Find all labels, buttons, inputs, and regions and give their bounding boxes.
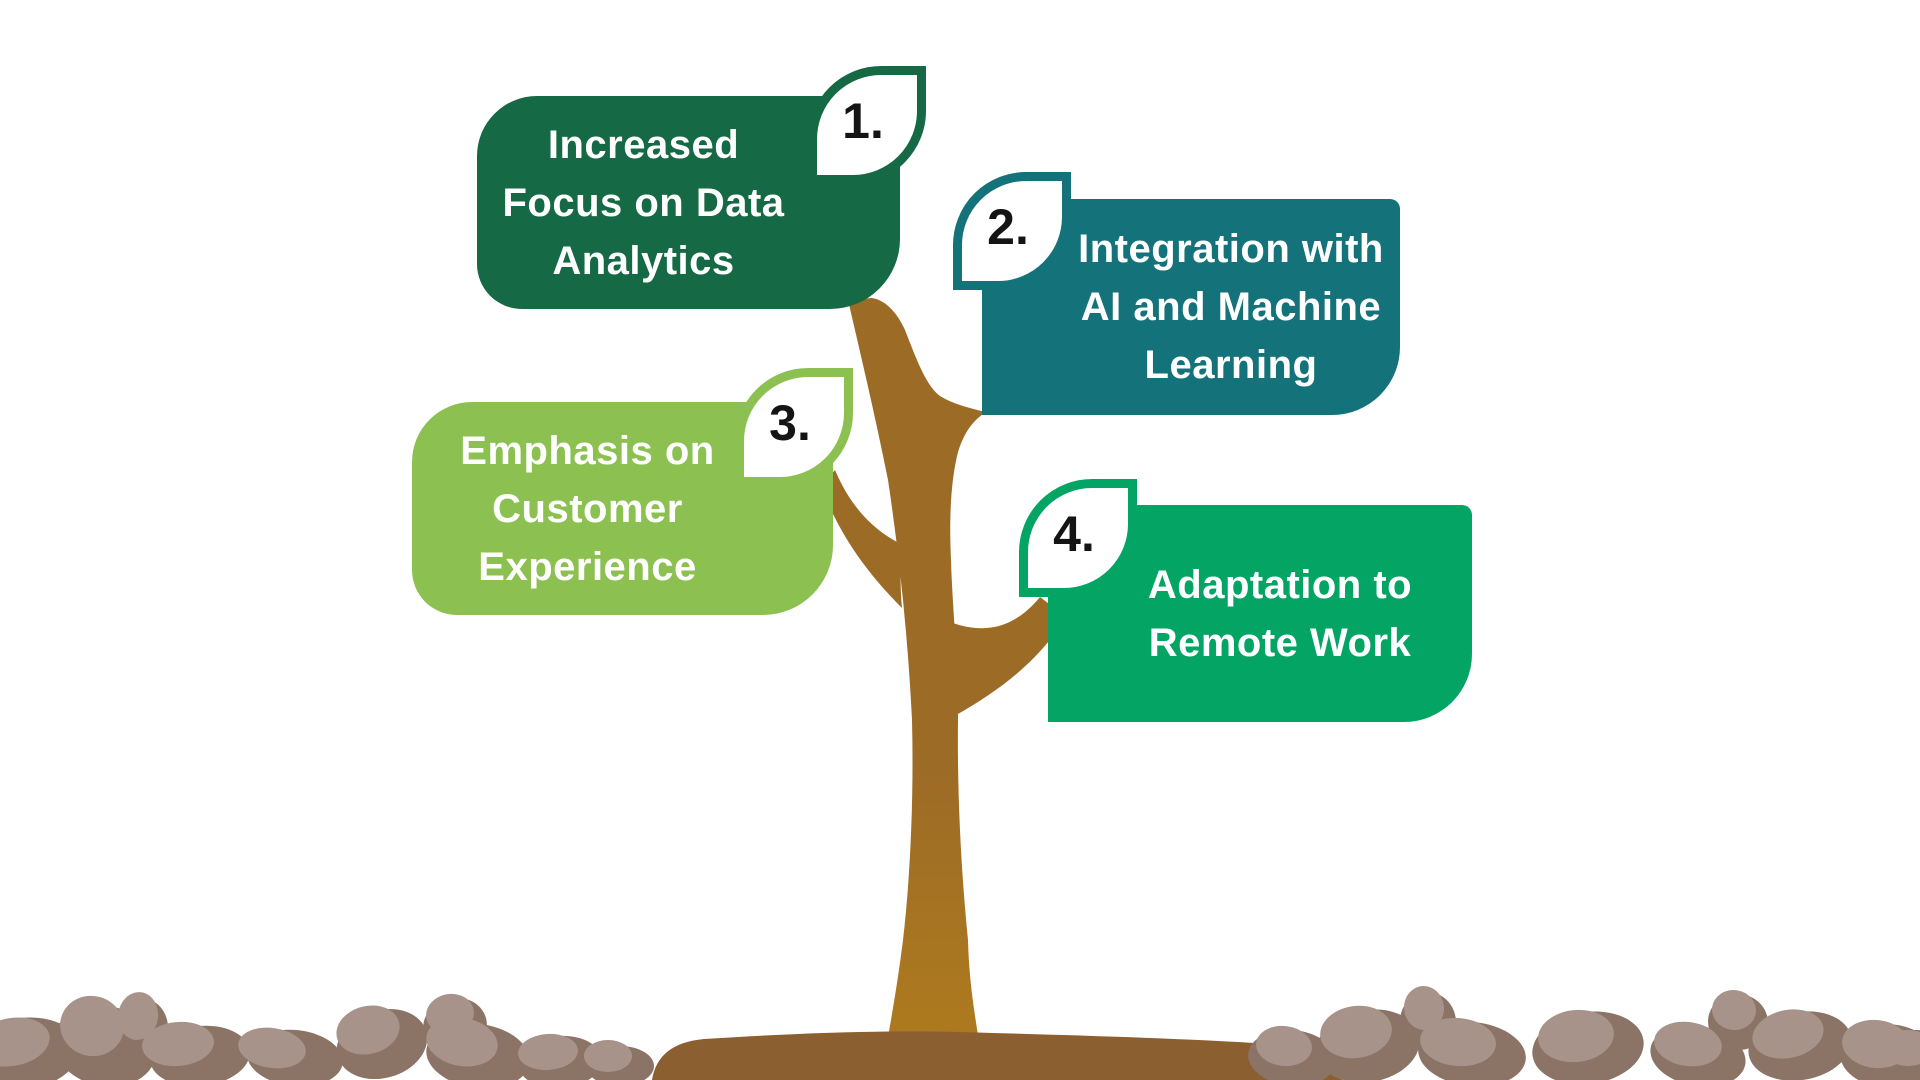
leaf-number-2: 2.: [987, 199, 1029, 255]
leaf-number-1: 1.: [842, 93, 884, 149]
card-3-label-line-2: Customer: [492, 486, 683, 531]
tree-branch-right: [949, 597, 1066, 714]
leaf-number-badge-4: 4.: [1019, 479, 1137, 597]
card-1-label-line-2: Focus on Data: [502, 180, 785, 225]
card-4-label-line-2: Remote Work: [1148, 620, 1412, 665]
ground-soil: [652, 1031, 1342, 1080]
card-2-label-line-3: Learning: [1144, 343, 1318, 387]
card-2-label-line-2: AI and Machine: [1080, 285, 1382, 329]
tree-branch-left: [821, 470, 903, 608]
card-4-label-line-1: Adaptation to: [1147, 562, 1413, 607]
ground-rocks-light: [0, 986, 1920, 1072]
leaf-number-3: 3.: [769, 395, 811, 451]
card-3-label-line-3: Experience: [478, 544, 697, 589]
tree-trunk: [848, 298, 986, 1048]
trend-card-2: Integration with AI and Machine Learning: [982, 199, 1400, 415]
card-1-label-line-1: Increased: [547, 122, 740, 167]
card-2-label-line-1: Integration with: [1078, 227, 1384, 271]
card-3-label-line-1: Emphasis on: [460, 428, 715, 473]
card-1-label-line-3: Analytics: [552, 238, 735, 283]
trend-card-1: Increased Focus on Data Analytics: [477, 96, 900, 309]
leaf-number-4: 4.: [1053, 506, 1095, 562]
